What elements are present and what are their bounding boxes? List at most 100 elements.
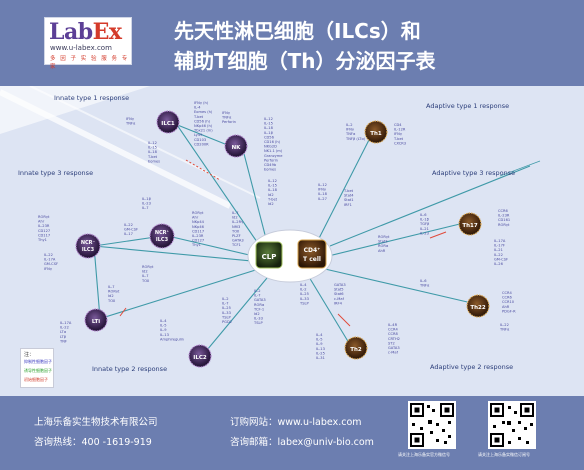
cytokine-label: CD49b [264, 163, 277, 167]
legend-inducing: 诱导性细胞因子 [24, 368, 52, 373]
cytokine-label: TNFα [345, 132, 356, 136]
cytokine-label: RORα [254, 303, 265, 307]
cytokine-label: CXCR3 [394, 141, 406, 145]
cytokine-label: Ahr [192, 216, 199, 220]
cytokine-label: Id2 [142, 270, 148, 274]
cytokine-label: TOX [141, 279, 150, 283]
wechat-qr-code-1[interactable] [408, 401, 456, 449]
contact-email[interactable]: 咨询邮箱：labex@univ-bio.com [230, 437, 374, 448]
cytokine-label: IL-22 [494, 253, 503, 257]
ncr-plus-label-line2: ILC3 [156, 237, 169, 243]
cytokine-label: Eomes [264, 168, 276, 172]
ilc1-label: ILC1 [161, 121, 175, 127]
cytokine-label: IL-2Rγ [232, 220, 244, 224]
region-adaptive-type-1: Adaptive type 1 response [426, 102, 509, 110]
cytokine-label: CD161 [498, 218, 510, 222]
cytokine-label: TCF-1 [253, 307, 264, 311]
cytokine-label: IL-17 [124, 232, 133, 236]
cytokine-label: TSLP [221, 315, 231, 319]
logo-wordmark: LabEx [49, 19, 122, 45]
cytokine-label: NKp44 [192, 220, 205, 224]
cytokine-label: GATA3 [388, 346, 400, 350]
cytokine-label: CD200R [194, 142, 209, 146]
cytokine-label: IL-21 [420, 227, 429, 231]
cytokine-label: CCR10 [502, 300, 515, 304]
cytokine-label: CD103 [194, 138, 206, 142]
cytokine-label: CD117 [38, 233, 50, 237]
cd4-label-line1: CD4⁺ [304, 247, 321, 254]
cytokine-label: IL-12 [148, 141, 157, 145]
cytokine-label: Perforin [264, 158, 278, 162]
cytokine-label: GATA3 [334, 283, 346, 287]
cytokine-label: CD16 (h) [264, 140, 281, 144]
cytokine-label: GM-CSF [494, 257, 508, 261]
cytokine-label: IL-17A [44, 258, 56, 262]
cytokine-label: RORγt [192, 211, 204, 215]
cytokine-label: IFNγ [222, 111, 231, 115]
lti-cell: LTi [84, 308, 108, 332]
header: LabEx www.u-labex.com 多 因 子 实 验 服 务 专 家 … [0, 0, 584, 86]
cytokine-label: TNFα [125, 122, 136, 126]
qr-caption-2: 请关注上海乐备实微信订阅号 [478, 452, 530, 457]
cytokine-label: AhR [378, 249, 386, 253]
cytokine-label: IL-7 [254, 294, 261, 298]
cytokine-label: IFNγ [394, 132, 403, 136]
clp-cell [255, 241, 283, 269]
th22-label: Th22 [470, 305, 485, 311]
cytokine-label: IL-33 [254, 317, 263, 321]
cytokine-label: RORγt [108, 290, 120, 294]
connector-lines [93, 121, 541, 357]
cytokine-label: IL-21 [494, 248, 503, 252]
cytokine-label: IL-12R [394, 128, 406, 132]
cytokine-label: CCR4 [388, 328, 399, 332]
cytokine-label: c-Maf [388, 351, 399, 355]
cytokine-label: CD56 [264, 135, 275, 139]
cytokine-label: Amphiregulin [160, 337, 184, 341]
ncr-minus-label-line1: NCR⁻ [81, 240, 96, 246]
order-website[interactable]: 订购网站：www.u-labex.com [230, 417, 362, 428]
cytokine-label: IL-2 [346, 123, 353, 127]
cytokine-label: Stat5 [334, 288, 344, 292]
region-adaptive-type-2: Adaptive type 2 response [430, 363, 513, 371]
cytokine-label: IL-33 [222, 311, 231, 315]
cytokine-label: RORα [378, 244, 389, 248]
cd4-t-cell [297, 239, 327, 269]
cytokine-label: CCR8 [388, 332, 399, 336]
wechat-qr-code-2[interactable] [488, 401, 536, 449]
inhibition-lines [119, 159, 447, 327]
cytokine-label: PDGF-R [502, 309, 516, 313]
cytokine-label: CCR6 [498, 209, 509, 213]
cytokine-label: IL-18 [264, 126, 274, 130]
cytokine-label: IL-31 [316, 356, 325, 360]
cytokine-label: RORγt [142, 265, 154, 269]
region-innate-type-2: Innate type 2 response [92, 365, 167, 373]
cytokine-label: IL-4 [300, 283, 307, 287]
cytokine-label: T-bet [147, 155, 158, 159]
cytokine-label: CRTH2 [388, 337, 400, 341]
cytokine-label: Id2 [268, 193, 274, 197]
qr-code-icon [490, 403, 534, 447]
ncr-minus-label-line2: ILC3 [82, 247, 95, 253]
cytokine-label: IL-15 [268, 184, 277, 188]
cytokine-label: NKp46 [192, 225, 205, 229]
cytokine-label: NKG2D [264, 145, 277, 149]
th17-label: Th17 [462, 223, 477, 229]
logo-tagline: 多 因 子 实 验 服 务 专 家 [50, 56, 129, 70]
cytokine-label: TOX [107, 299, 116, 303]
ncr-plus-label-line1: NCR⁺ [155, 230, 170, 236]
cytokine-label: TGFβ [419, 222, 430, 226]
cytokine-label: TSLP [299, 301, 309, 305]
cytokine-label: IL-17A [60, 321, 72, 325]
